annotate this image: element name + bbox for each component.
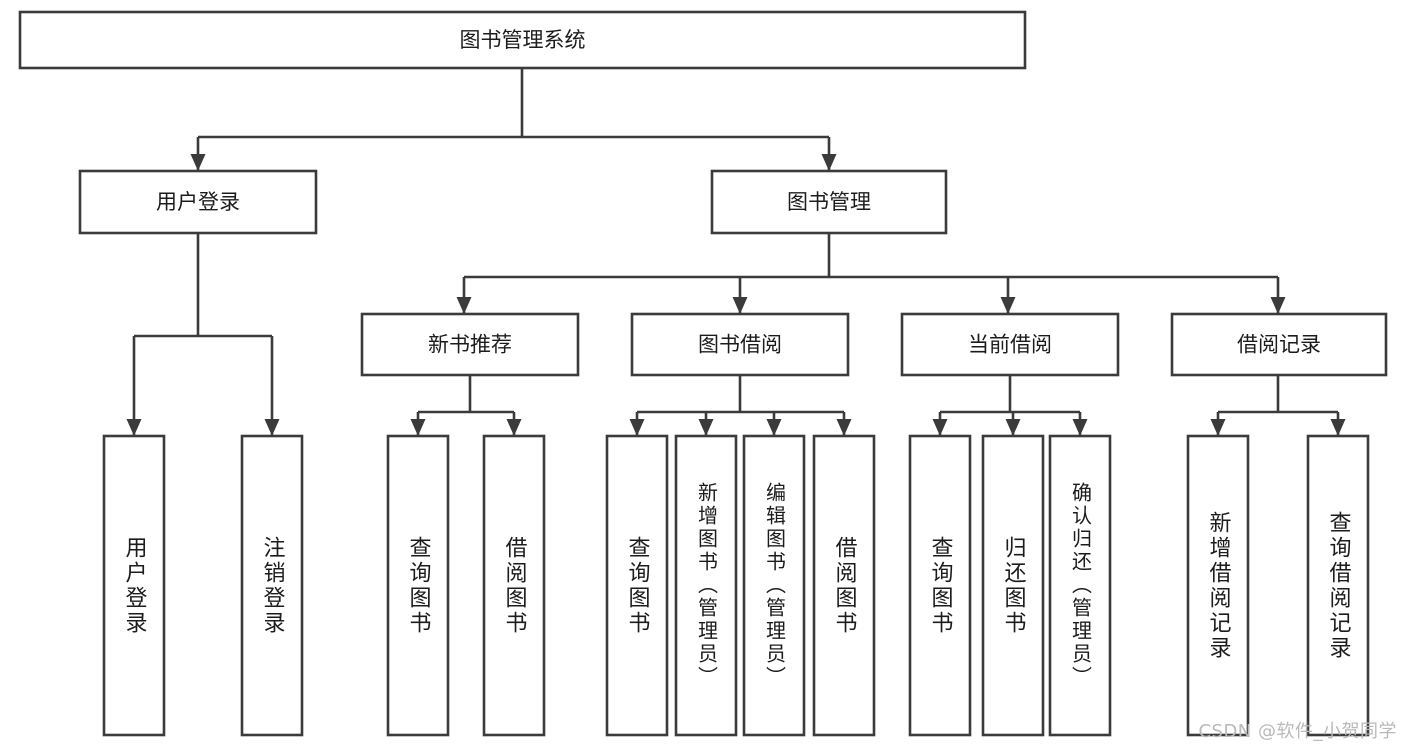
node-box-leaf_borrow_book_rec[interactable] bbox=[482, 434, 546, 737]
arrow-head-icon bbox=[732, 297, 748, 314]
arrow-head-icon bbox=[410, 419, 426, 436]
arrow-head-icon bbox=[190, 154, 206, 171]
node-box-book_manage[interactable] bbox=[710, 169, 948, 235]
arrow-head-icon bbox=[1000, 297, 1016, 314]
node-box-leaf_confirm_return[interactable] bbox=[1048, 434, 1112, 737]
arrow-head-icon bbox=[456, 297, 472, 314]
node-box-new_book_rec[interactable] bbox=[360, 312, 580, 377]
node-box-root[interactable] bbox=[18, 10, 1027, 70]
arrow-head-icon bbox=[766, 419, 782, 436]
node-box-leaf_query_book_rec[interactable] bbox=[386, 434, 450, 737]
node-label-book_borrow: 图书借阅 bbox=[698, 333, 782, 357]
node-box-book_borrow[interactable] bbox=[630, 312, 850, 377]
arrow-head-icon bbox=[836, 419, 852, 436]
node-box-leaf_return_book[interactable] bbox=[981, 434, 1045, 737]
node-box-borrow_record[interactable] bbox=[1170, 312, 1388, 377]
arrow-head-icon bbox=[1072, 419, 1088, 436]
arrow-head-icon bbox=[698, 419, 714, 436]
node-label-book_manage: 图书管理 bbox=[787, 190, 871, 214]
watermark-text: CSDN @软件_小贺同学 bbox=[1198, 721, 1397, 742]
node-label-new_book_rec: 新书推荐 bbox=[428, 333, 512, 357]
arrow-head-icon bbox=[1005, 419, 1021, 436]
node-label-current_borrow: 当前借阅 bbox=[968, 333, 1052, 357]
arrow-head-icon bbox=[1210, 419, 1226, 436]
node-label-borrow_record: 借阅记录 bbox=[1237, 333, 1321, 357]
arrow-head-icon bbox=[932, 419, 948, 436]
node-box-leaf_query_book_c[interactable] bbox=[908, 434, 972, 737]
edges-layer bbox=[126, 68, 1346, 436]
node-box-leaf_edit_book[interactable] bbox=[742, 434, 806, 737]
node-label-user_login: 用户登录 bbox=[156, 190, 240, 214]
node-box-leaf_user_login[interactable] bbox=[102, 434, 166, 737]
node-label-root: 图书管理系统 bbox=[460, 28, 586, 52]
node-box-leaf_add_record[interactable] bbox=[1186, 434, 1250, 737]
node-box-leaf_add_book[interactable] bbox=[674, 434, 738, 737]
node-box-user_login[interactable] bbox=[78, 169, 318, 235]
arrow-head-icon bbox=[506, 419, 522, 436]
node-box-leaf_borrow_book_b[interactable] bbox=[812, 434, 876, 737]
arrow-head-icon bbox=[264, 419, 280, 436]
arrow-head-icon bbox=[126, 419, 142, 436]
node-box-leaf_query_record[interactable] bbox=[1306, 434, 1370, 737]
arrow-head-icon bbox=[1330, 419, 1346, 436]
arrow-head-icon bbox=[1270, 297, 1286, 314]
node-box-leaf_logout[interactable] bbox=[240, 434, 304, 737]
arrow-head-icon bbox=[629, 419, 645, 436]
node-box-current_borrow[interactable] bbox=[900, 312, 1120, 377]
arrow-head-icon bbox=[821, 154, 837, 171]
node-box-leaf_query_book_b[interactable] bbox=[605, 434, 669, 737]
